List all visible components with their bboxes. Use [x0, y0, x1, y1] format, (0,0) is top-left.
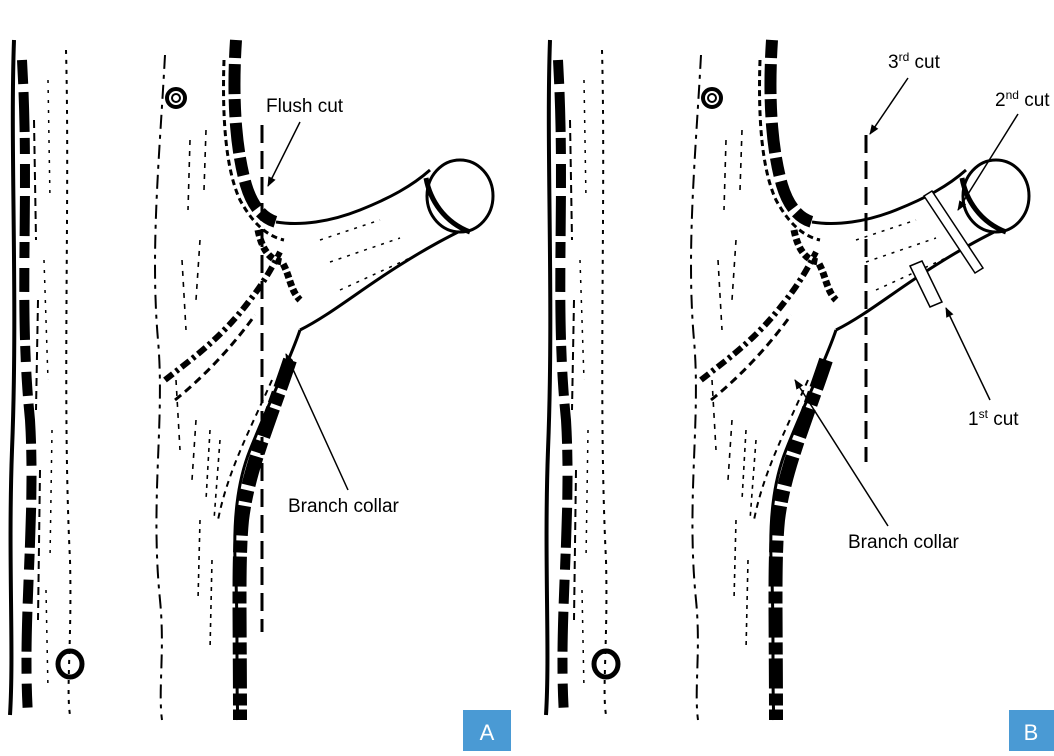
branch-collar-label-b: Branch collar — [848, 532, 960, 553]
panel-a-badge-text: A — [480, 720, 495, 745]
panel-a: Flush cut Branch collar A — [10, 40, 511, 751]
branch-collar-label-a: Branch collar — [288, 496, 400, 517]
branch-collar-arrow-b — [795, 380, 888, 526]
second-cut-label: 2nd cut — [995, 88, 1050, 111]
first-cut-slot — [910, 261, 942, 307]
third-cut-arrow — [870, 78, 908, 134]
first-cut-arrow — [946, 308, 990, 400]
third-cut-label: 3rd cut — [888, 50, 941, 73]
flush-cut-label: Flush cut — [266, 96, 344, 117]
flush-cut-arrow — [268, 122, 300, 186]
panel-b-badge-text: B — [1024, 720, 1039, 745]
branch-collar-arrow-a — [286, 354, 348, 490]
panel-b-badge: B — [1009, 710, 1054, 751]
panel-b: 3rd cut 2nd cut 1st cut Branch collar B — [546, 40, 1054, 751]
first-cut-label: 1st cut — [968, 407, 1019, 430]
panel-a-badge: A — [463, 710, 511, 751]
